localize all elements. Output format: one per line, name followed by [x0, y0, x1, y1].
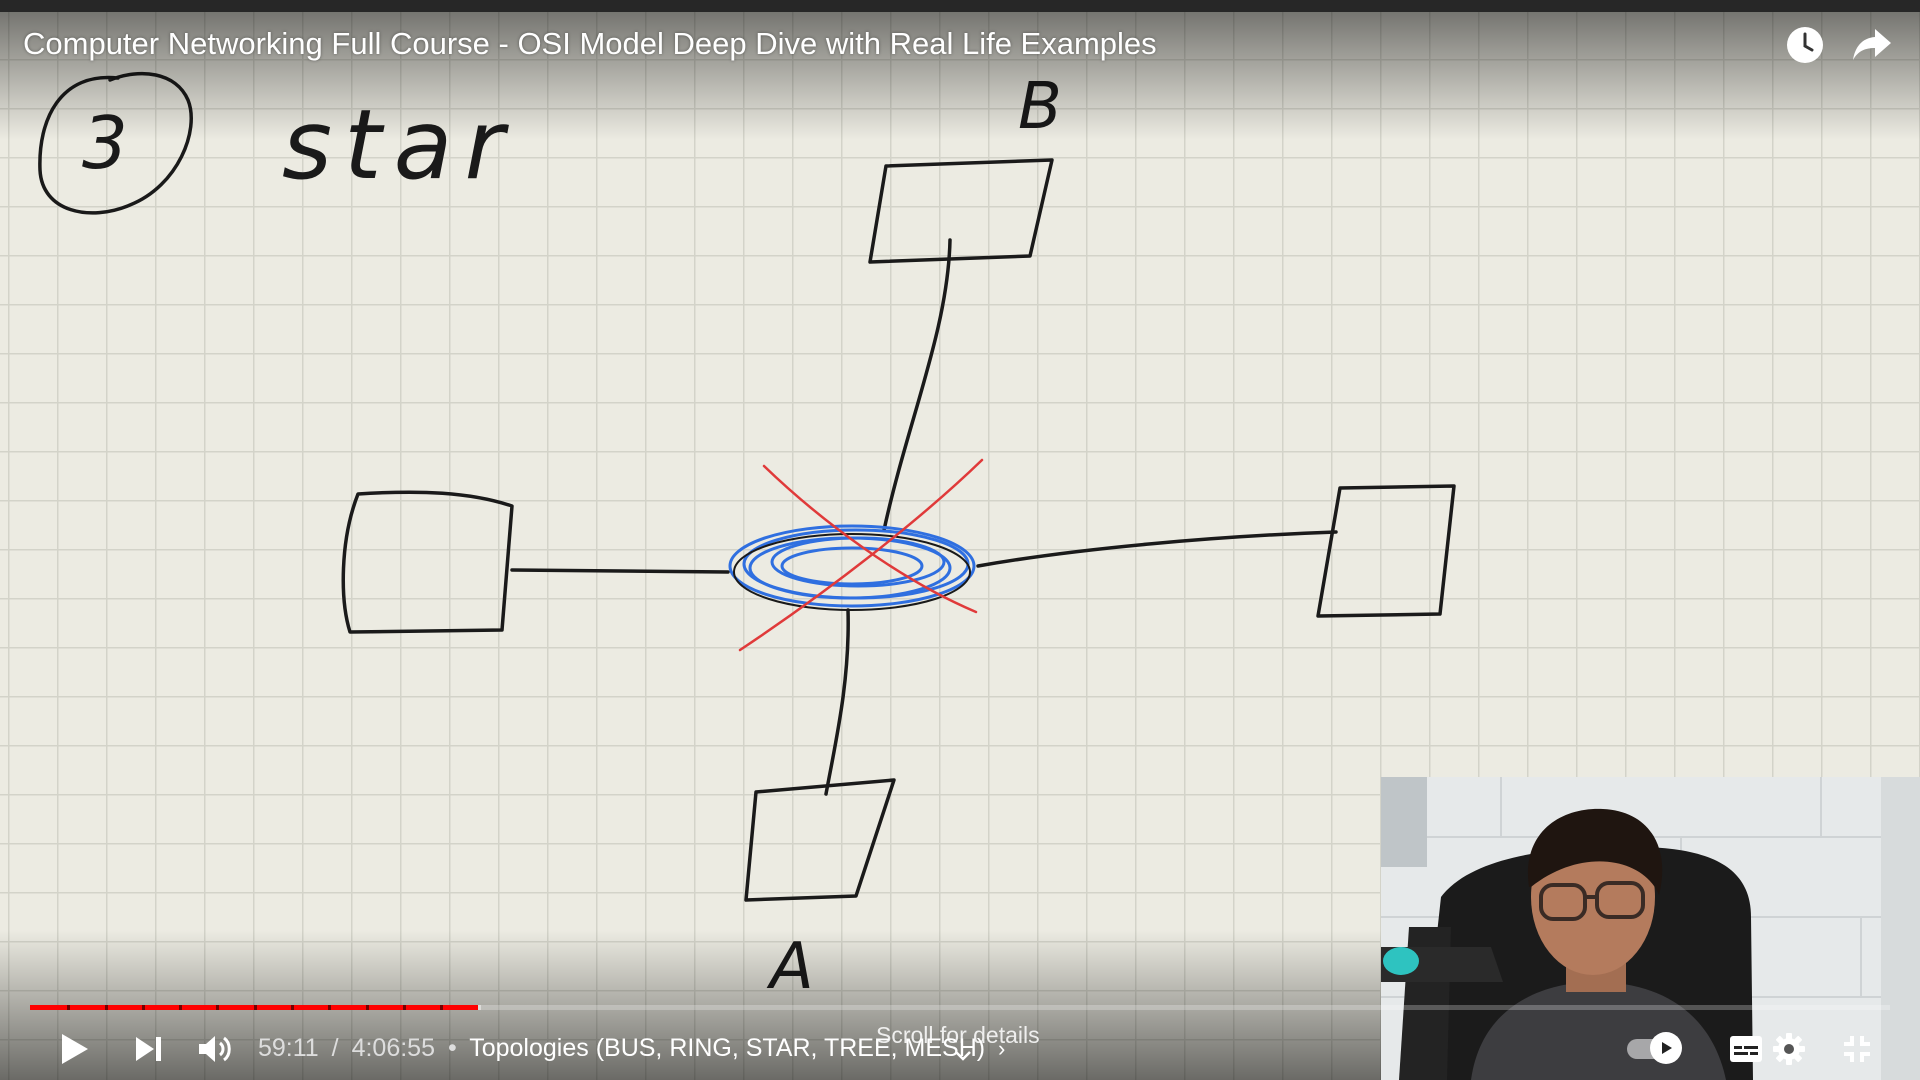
- share-arrow-icon: [1853, 29, 1891, 60]
- chapter-bullet: •: [447, 1034, 457, 1062]
- node-bottom: [744, 778, 896, 902]
- control-bar: 59:11 / 4:06:55 • Topologies (BUS, RING,…: [0, 1020, 1920, 1076]
- chapter-gap: [402, 1005, 406, 1010]
- volume-button[interactable]: [192, 1026, 238, 1072]
- chevron-down-icon: [955, 1051, 971, 1061]
- node-left: [341, 490, 514, 634]
- hub-cross-line-1: [762, 464, 978, 614]
- hub-cross-line-2: [738, 458, 984, 652]
- link-left: [510, 568, 730, 574]
- chapter-gap: [179, 1005, 183, 1010]
- next-button[interactable]: [125, 1026, 171, 1072]
- video-title[interactable]: Computer Networking Full Course - OSI Mo…: [23, 26, 1157, 61]
- top-gradient: [0, 0, 1920, 140]
- play-button[interactable]: [50, 1026, 96, 1072]
- next-icon: [136, 1037, 161, 1061]
- time-display: 59:11 / 4:06:55 • Topologies (BUS, RING,…: [258, 1032, 1005, 1065]
- share-button[interactable]: [1849, 22, 1895, 68]
- clock-icon: [1787, 27, 1823, 63]
- link-top: [882, 238, 952, 532]
- chapter-gap: [141, 1005, 145, 1010]
- play-icon: [62, 1034, 88, 1064]
- subtitles-button[interactable]: [1723, 1026, 1769, 1072]
- node-right: [1316, 484, 1456, 618]
- subtitles-icon: [1730, 1036, 1762, 1062]
- gear-icon: [1773, 1033, 1805, 1065]
- settings-button[interactable]: [1766, 1026, 1812, 1072]
- chapter-gap: [253, 1005, 257, 1010]
- scroll-for-details-hint[interactable]: Scroll for details: [876, 1022, 1040, 1061]
- chapter-title[interactable]: Topologies (BUS, RING, STAR, TREE, MESH): [469, 1034, 986, 1062]
- autoplay-play-icon: [1662, 1042, 1672, 1054]
- current-time: 59:11: [258, 1034, 319, 1062]
- watch-later-button[interactable]: [1782, 22, 1828, 68]
- duration: 4:06:55: [351, 1034, 435, 1062]
- chapter-gap: [216, 1005, 220, 1010]
- chapter-gap: [104, 1005, 108, 1010]
- presenter-image: [1381, 777, 1920, 1080]
- scroll-hint-text: Scroll for details: [876, 1022, 1040, 1048]
- top-strip: [0, 0, 1920, 12]
- progress-bar[interactable]: [30, 1005, 1890, 1010]
- chapter-gap: [440, 1005, 444, 1010]
- exit-fullscreen-button[interactable]: [1834, 1026, 1880, 1072]
- chapter-gap: [365, 1005, 369, 1010]
- presenter-webcam: [1381, 777, 1920, 1080]
- volume-icon: [199, 1036, 231, 1062]
- hub-scribble: [728, 524, 976, 611]
- link-right: [976, 530, 1338, 568]
- node-top: [868, 158, 1054, 264]
- chapter-gap: [328, 1005, 332, 1010]
- exit-fullscreen-icon: [1844, 1036, 1870, 1062]
- chapter-gap: [67, 1005, 71, 1010]
- time-separator: /: [331, 1034, 339, 1062]
- chapter-gap: [291, 1005, 295, 1010]
- link-bottom: [824, 608, 850, 796]
- chapter-chevron-icon[interactable]: ›: [998, 1036, 1006, 1061]
- autoplay-toggle-icon[interactable]: [1650, 1032, 1682, 1064]
